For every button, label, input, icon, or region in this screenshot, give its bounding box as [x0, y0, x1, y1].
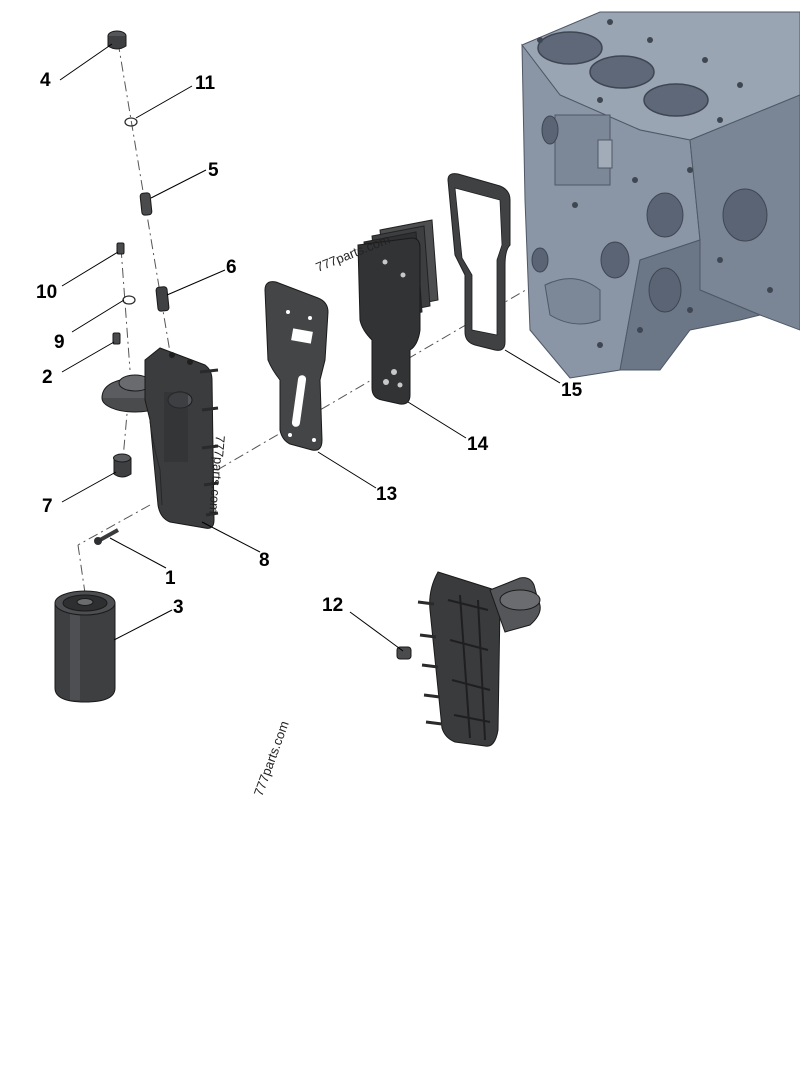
callout-14: 14 — [467, 434, 489, 455]
filter-head-housing-8 — [101, 347, 219, 529]
o-ring-9 — [122, 295, 136, 305]
cap-4 — [107, 30, 127, 50]
callout-1: 1 — [165, 568, 176, 589]
tube-6 — [155, 286, 170, 312]
callout-2: 2 — [42, 367, 53, 388]
callout-8: 8 — [259, 550, 270, 571]
callout-12: 12 — [322, 595, 343, 616]
callout-11: 11 — [195, 73, 216, 94]
callout-15: 15 — [561, 380, 583, 401]
callout-4: 4 — [40, 70, 51, 91]
callout-9: 9 — [54, 332, 65, 353]
o-ring-11 — [124, 117, 138, 127]
gasket-15 — [447, 173, 511, 351]
callout-3: 3 — [173, 597, 184, 618]
tube-5 — [139, 192, 153, 216]
oil-filter-3 — [54, 590, 116, 703]
filter-head-housing-12 — [396, 571, 541, 747]
callout-labels: 4 11 5 6 10 9 2 7 1 8 3 12 13 14 15 — [36, 70, 583, 618]
adapter-7 — [113, 453, 132, 478]
callout-13: 13 — [376, 484, 397, 505]
oil-cooler-14 — [357, 219, 439, 405]
callout-6: 6 — [226, 257, 237, 278]
callout-7: 7 — [42, 496, 53, 517]
leader-lines — [59, 43, 561, 652]
bolt-1 — [94, 528, 119, 545]
engine-block — [521, 11, 800, 379]
plug-10 — [116, 242, 125, 255]
plug-2 — [112, 332, 121, 345]
watermark-housing: 777parts.com — [206, 435, 228, 515]
callout-10: 10 — [36, 282, 57, 303]
callout-5: 5 — [208, 160, 219, 181]
gasket-13 — [264, 281, 329, 451]
watermark-bottom: 777parts.com — [251, 719, 292, 798]
